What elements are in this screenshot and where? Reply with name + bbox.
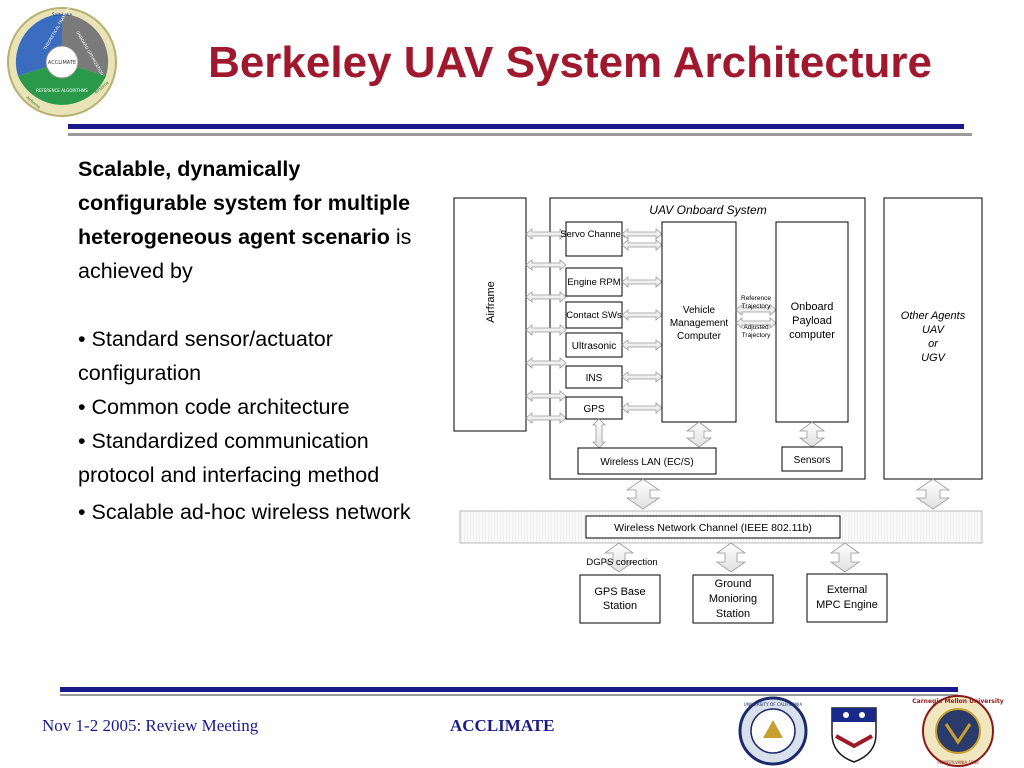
uc-seal-text: UNIVERSITY OF CALIFORNIA — [744, 702, 803, 707]
other-agents-label: Other Agents — [901, 310, 966, 322]
vehicle-mgmt-label: Management — [670, 318, 729, 329]
footer-date: Nov 1-2 2005: Review Meeting — [42, 716, 259, 735]
sensors-box — [781, 446, 843, 472]
dgps-correction-label: DGPS correction — [586, 557, 657, 568]
vehicle-mgmt-label: Computer — [677, 331, 722, 342]
adjusted-trajectory-label: Trajectory — [742, 332, 771, 339]
network-channel-box — [585, 515, 841, 539]
logo-top-label: Salt Lake — [52, 12, 73, 18]
onboard-payload-box — [775, 221, 849, 423]
bullet-item: • Standardized communication protocol an… — [78, 429, 380, 487]
ground-station-label: Station — [716, 608, 750, 620]
footer-project: ACCLIMATE — [450, 716, 555, 735]
ultrasonic-box — [565, 332, 623, 358]
footer-rule — [60, 687, 958, 692]
sensor-label: Ultrasonic — [572, 341, 616, 352]
uc-seal-icon: UNIVERSITY OF CALIFORNIA — [738, 696, 808, 766]
intro-paragraph: Scalable, dynamically configurable syste… — [78, 152, 418, 288]
acclimate-logo: ACCLIMATE THEORETICAL FRAMEWORK ONBOARD … — [7, 6, 117, 117]
sensor-label: GPS — [583, 404, 604, 415]
ground-station-label: Monioring — [709, 593, 757, 605]
external-mpc-label: External — [827, 584, 867, 596]
onboard-system-title: UAV Onboard System — [649, 203, 766, 217]
cmu-seal-icon: Carnegie Mellon University PENNSYLVANIA … — [912, 695, 1004, 767]
bullet-item: • Standard sensor/actuator configuration — [78, 327, 333, 385]
intro-rest: is achieved by — [78, 225, 412, 283]
network-arrows — [625, 478, 951, 510]
sensor-label: Engine RPM — [567, 277, 620, 288]
contact-sws-box — [565, 301, 623, 329]
payload-label: Onboard — [791, 301, 834, 313]
gps-base-label: GPS Base — [594, 586, 645, 598]
other-agents-label: UAV — [922, 324, 946, 336]
gps-base-label: Station — [603, 600, 637, 612]
sensors-label: Sensors — [794, 455, 831, 466]
payload-label: computer — [789, 329, 835, 341]
sensor-label: Contact SWs — [566, 310, 622, 321]
logo-center-label: ACCLIMATE — [48, 60, 76, 66]
vehicle-management-box — [661, 221, 737, 423]
vehicle-mgmt-label: Vehicle — [683, 305, 716, 316]
cmu-seal-text: Carnegie Mellon University — [912, 698, 1004, 705]
header-rule — [68, 124, 964, 129]
airframe-box — [453, 197, 527, 432]
external-mpc-label: MPC Engine — [816, 599, 878, 611]
station-arrows — [603, 542, 861, 573]
reference-trajectory-label: Reference — [741, 295, 771, 302]
other-agents-label: UGV — [921, 352, 947, 364]
payload-label: Payload — [792, 315, 832, 327]
ground-station-box — [692, 574, 774, 624]
university-seals: UNIVERSITY OF CALIFORNIA Carnegie Mellon… — [738, 695, 1004, 767]
cmu-seal-bottom-text: PENNSYLVANIA 1900 — [937, 760, 979, 765]
servo-channels-box — [565, 221, 623, 257]
airframe-label: Airframe — [485, 281, 497, 323]
wireless-lan-box — [577, 447, 717, 475]
bullet-text: Scalable, dynamically configurable syste… — [78, 152, 418, 532]
sensor-label: Servo Channels — [560, 229, 628, 240]
penn-shield-icon — [831, 707, 877, 763]
ground-station-label: Ground — [715, 578, 752, 590]
bullet-item: • Scalable ad-hoc wireless network — [78, 500, 411, 524]
intro-bold: Scalable, dynamically configurable syste… — [78, 157, 411, 249]
header-rule-shadow — [68, 133, 972, 136]
external-mpc-box — [806, 573, 888, 623]
other-agents-label: or — [928, 338, 939, 350]
airframe-sensor-arrows — [525, 228, 567, 424]
reference-trajectory-label: Trajectory — [742, 303, 771, 310]
network-channel-label: Wireless Network Channel (IEEE 802.11b) — [614, 522, 812, 534]
bullet-item: • Common code architecture — [78, 395, 350, 419]
wireless-lan-label: Wireless LAN (EC/S) — [600, 457, 693, 468]
sensor-label: INS — [586, 373, 603, 384]
page-title: Berkeley UAV System Architecture — [208, 38, 932, 87]
logo-segment-3: REFERENCE ALGORITHMS — [36, 88, 88, 93]
architecture-diagram: Airframe UAV Onboard System Servo Channe… — [453, 197, 983, 624]
footer-rule-shadow — [60, 694, 958, 696]
gps-base-station-box — [579, 574, 661, 624]
adjusted-trajectory-label: Adjusted — [743, 324, 769, 331]
